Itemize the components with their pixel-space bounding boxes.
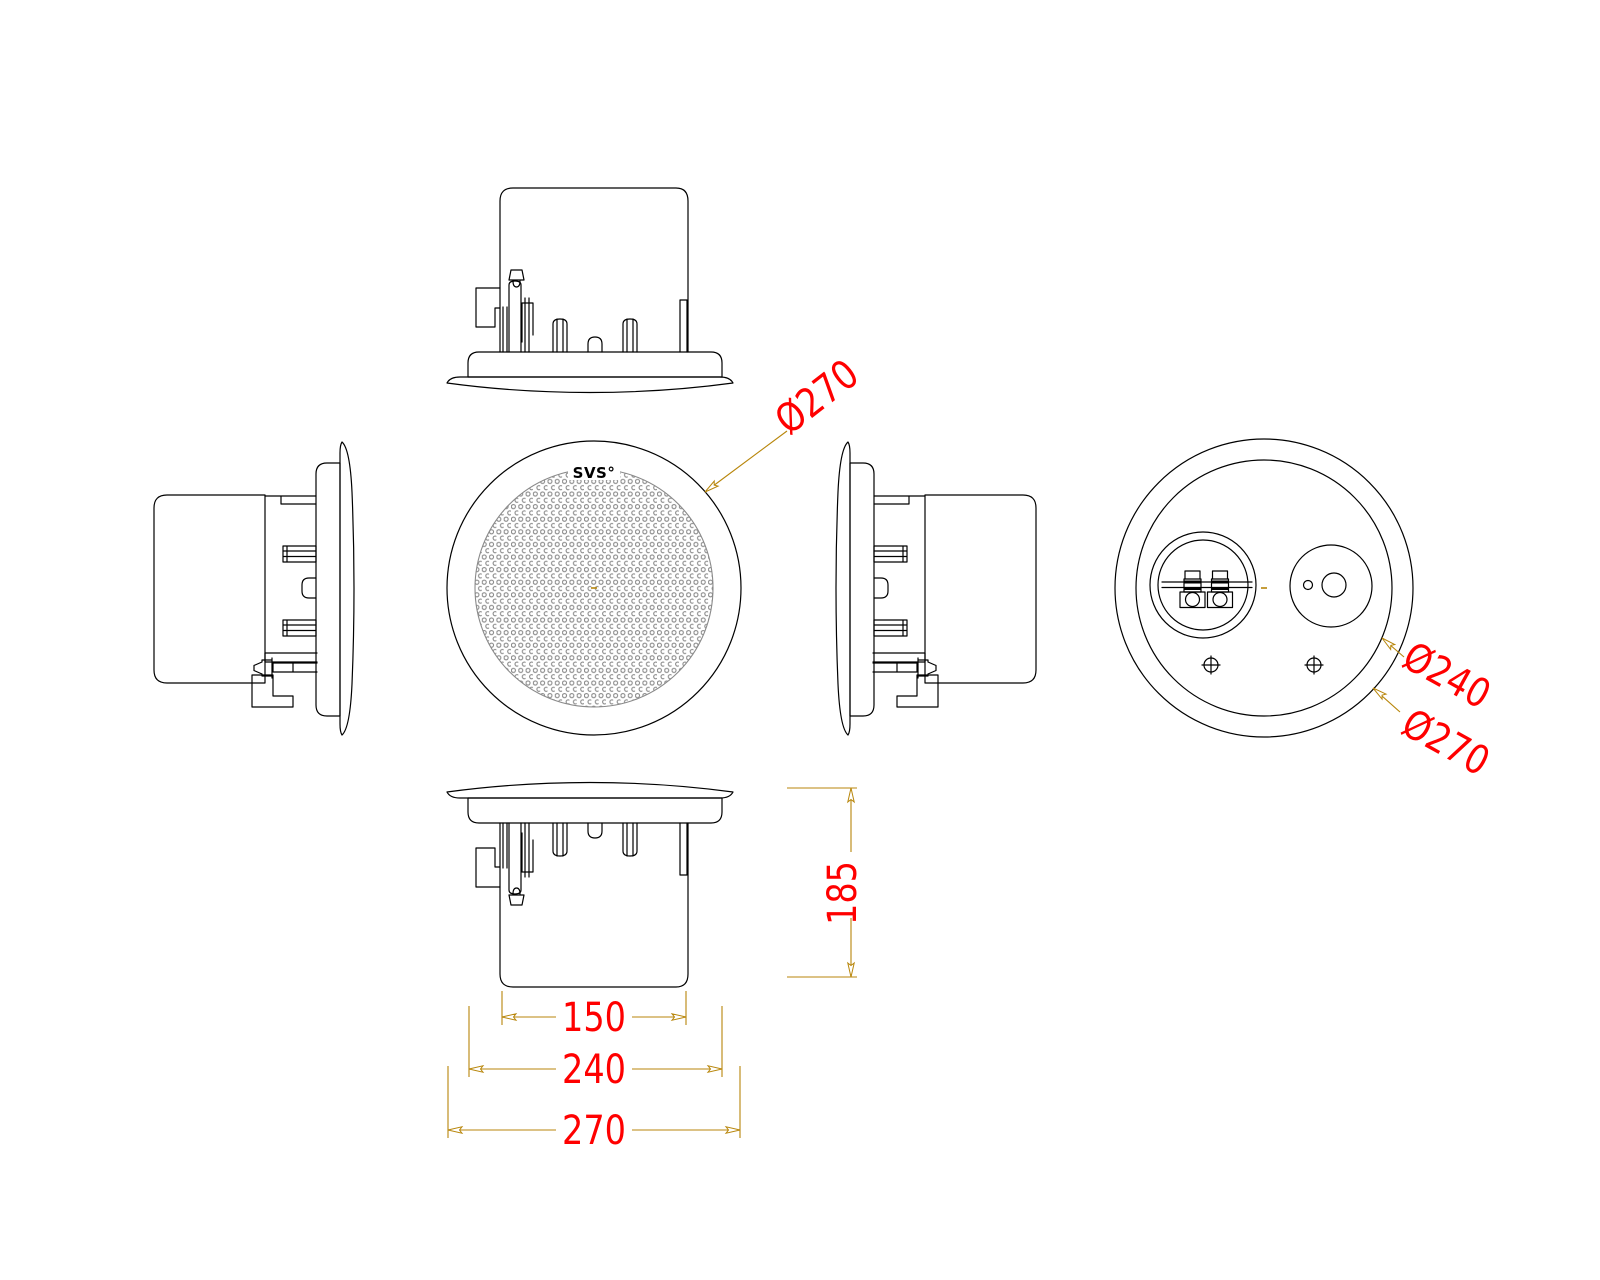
terminal-block bbox=[1179, 570, 1206, 609]
terminal-block bbox=[1206, 570, 1234, 609]
rear-knob-recess bbox=[1289, 544, 1373, 628]
front-view: SVS° bbox=[446, 440, 742, 736]
dim-label-body-width: 150 bbox=[562, 995, 626, 1041]
dimension-185: 185 bbox=[820, 787, 866, 978]
dimension-150: 150 bbox=[501, 995, 687, 1041]
left-side-view bbox=[153, 441, 355, 736]
label-rear-flange-diameter: Ø240 bbox=[1395, 634, 1498, 719]
top-view bbox=[446, 187, 734, 394]
dim-label-depth: 185 bbox=[820, 861, 866, 925]
rear-trim-circle bbox=[1114, 438, 1414, 738]
bottom-view bbox=[446, 781, 734, 988]
dimension-270: 270 bbox=[447, 1108, 741, 1154]
label-rear-trim-diameter: Ø270 bbox=[1394, 701, 1497, 786]
extension-lines bbox=[447, 787, 857, 1138]
screw bbox=[1201, 655, 1221, 675]
screw bbox=[1304, 655, 1324, 675]
leader-rear-flange-diameter: Ø240 bbox=[1379, 634, 1498, 719]
rear-view bbox=[1114, 438, 1414, 738]
rear-flange-circle bbox=[1135, 459, 1393, 717]
leader-front-diameter: Ø270 bbox=[702, 351, 868, 496]
dim-label-trim-width: 270 bbox=[562, 1108, 626, 1154]
trim-ring-front bbox=[446, 440, 742, 736]
label-front-diameter: Ø270 bbox=[767, 351, 868, 444]
dimension-240: 240 bbox=[468, 1047, 723, 1093]
logo-backplate bbox=[568, 463, 620, 480]
svs-logo: SVS° bbox=[573, 464, 616, 482]
dim-label-flange-width: 240 bbox=[562, 1047, 626, 1093]
terminal-recess bbox=[1149, 531, 1257, 639]
right-side-view bbox=[835, 441, 1037, 736]
